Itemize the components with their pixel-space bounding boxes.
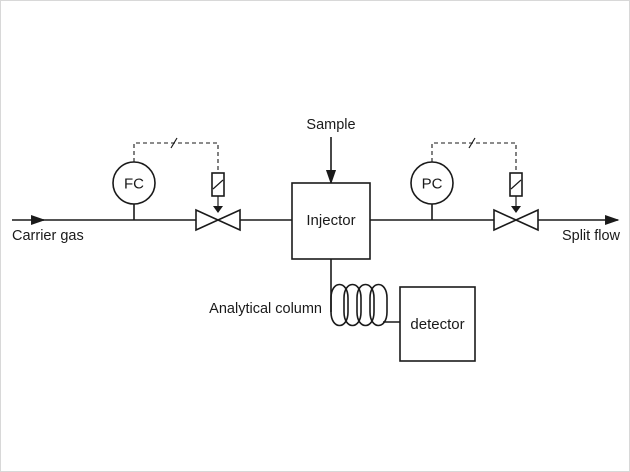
valve-2-body-left — [493, 208, 518, 232]
valve-1-stem-arrow — [213, 206, 223, 213]
carrier-gas-label: Carrier gas — [12, 228, 84, 244]
pc-signal-mark — [468, 137, 476, 149]
split-flow-label: Split flow — [562, 228, 621, 244]
injector-label: Injector — [306, 212, 355, 229]
fc-control-signal-line — [133, 142, 219, 170]
valve-1-actuator-slash — [212, 179, 224, 190]
flow-controller-label: FC — [124, 176, 144, 193]
fc-signal-mark — [170, 137, 178, 149]
pc-control-signal-line — [431, 142, 517, 170]
detector-box — [399, 286, 476, 362]
valve-1-body-right — [216, 208, 241, 232]
analytical-column-label: Analytical column — [209, 301, 322, 317]
column-coil — [330, 283, 388, 327]
detector-label: detector — [410, 316, 464, 333]
sample-label: Sample — [306, 117, 355, 133]
valve-2-stem-arrow — [511, 206, 521, 213]
valve-1-body-left — [195, 208, 220, 232]
valve-2-body-right — [514, 208, 539, 232]
pressure-controller-label: PC — [422, 176, 443, 193]
valve-2-actuator-slash — [510, 179, 522, 190]
